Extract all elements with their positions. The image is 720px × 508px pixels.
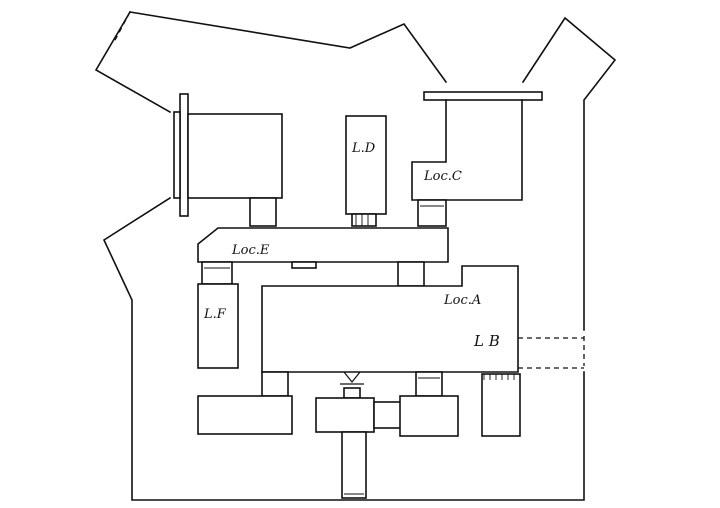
corridor-e xyxy=(197,227,449,269)
lower-stem xyxy=(341,431,367,499)
left-flange xyxy=(173,93,189,217)
lower-left-connector xyxy=(261,371,289,397)
outer-wall xyxy=(94,10,617,501)
valve-symbol xyxy=(340,371,364,399)
lower-right-connector xyxy=(415,371,443,397)
room-a-b xyxy=(261,265,519,373)
label-loc-d: L.D xyxy=(351,141,376,156)
label-loc-b: L B xyxy=(473,332,500,350)
room-f xyxy=(197,283,239,369)
room-c xyxy=(411,91,543,227)
label-loc-f: L.F xyxy=(203,307,227,322)
upper-left-connector xyxy=(249,197,277,227)
lower-right-room xyxy=(399,395,459,437)
connector-e-a xyxy=(397,261,425,287)
right-pipes xyxy=(518,337,584,369)
lower-bridge xyxy=(373,401,403,429)
label-loc-c: Loc.C xyxy=(423,169,462,184)
upper-left-room xyxy=(187,113,283,199)
lower-middle-room xyxy=(315,397,375,433)
room-d xyxy=(345,115,387,227)
label-loc-e: Loc.E xyxy=(231,243,270,258)
label-loc-a: Loc.A xyxy=(443,293,481,308)
connector-e-f xyxy=(201,261,233,285)
lower-left-room xyxy=(197,395,293,435)
small-right-room xyxy=(481,373,521,437)
